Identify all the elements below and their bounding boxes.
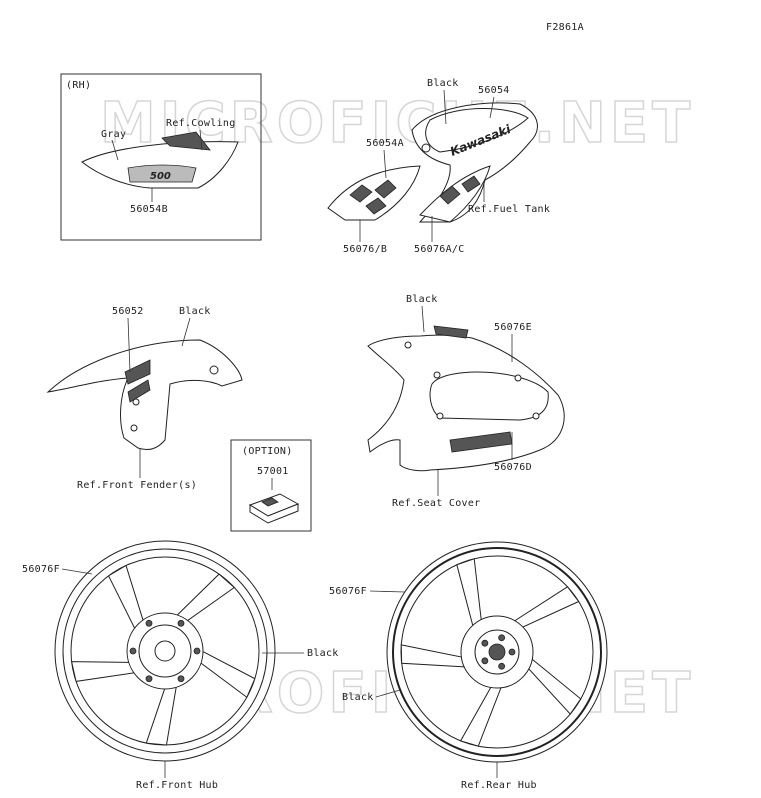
figure-id: F2861A	[546, 22, 584, 33]
hub-bolt	[177, 675, 185, 683]
rh-decal-logo: 500	[150, 171, 171, 182]
front-fender-group: 56052 Black Ref.Front Fender(s)	[46, 306, 243, 491]
rh-cowling-stripe	[161, 131, 211, 151]
hub-bolt	[177, 619, 185, 627]
fender-label-56052: 56052	[112, 306, 144, 317]
hub-bolt	[498, 662, 506, 670]
tank-label-56054a: 56054A	[366, 138, 404, 149]
fender-stripe-lower	[127, 379, 151, 403]
fender-bolt-1	[209, 365, 219, 375]
fender-bolt-2	[132, 398, 140, 406]
fender-stripe-upper	[124, 359, 151, 385]
seat-opening	[429, 371, 549, 421]
option-title: (OPTION)	[242, 446, 293, 457]
tank-label-56054: 56054	[478, 85, 510, 96]
front-disc-bolts	[129, 619, 201, 683]
fender-label-ref: Ref.Front Fender(s)	[77, 480, 197, 491]
hub-bolt	[498, 634, 506, 642]
tank-right-pattern	[439, 175, 481, 205]
front-fender	[46, 339, 243, 451]
tank-left-pattern	[349, 179, 397, 215]
seat-label-ref: Ref.Seat Cover	[392, 498, 481, 509]
seat-bolt-2	[433, 371, 441, 379]
tank-logo-decal	[425, 108, 529, 153]
seat-bolt-1	[404, 341, 412, 349]
tank-label-ref-fuel-tank: Ref.Fuel Tank	[468, 204, 550, 215]
hub-bolt	[145, 619, 153, 627]
rear-wheel-label-56076f: 56076F	[329, 586, 367, 597]
rh-label-ref-cowling: Ref.Cowling	[166, 118, 236, 129]
seat-label-56076d: 56076D	[494, 462, 532, 473]
fender-bolt-3	[130, 424, 138, 432]
rh-decal-gray-strip	[127, 164, 197, 183]
seat-label-56076e: 56076E	[494, 322, 532, 333]
front-wheel-label-black: Black	[307, 648, 339, 659]
tank-label-56076ac: 56076A/C	[414, 244, 465, 255]
tank-side-decal-left	[327, 165, 421, 221]
front-wheel-label-56076f: 56076F	[22, 564, 60, 575]
rh-cowling-group: (RH) 500 Gray Ref.Cowling 56054B	[60, 73, 262, 241]
seat-stripe-upper	[433, 325, 469, 339]
hub-bolt	[129, 647, 137, 655]
hub-bolt	[145, 675, 153, 683]
front-wheel-group: 56076F Black Ref.Front Hub	[22, 540, 339, 791]
seat-bolt-5	[532, 412, 540, 420]
seat-label-black: Black	[406, 294, 438, 305]
option-part-side	[249, 503, 299, 524]
hub-bolt	[193, 647, 201, 655]
seat-bolt-4	[436, 412, 444, 420]
rear-hub-bolts	[481, 634, 516, 670]
rh-box	[60, 73, 262, 241]
front-wheel-label-ref: Ref.Front Hub	[136, 780, 218, 791]
rh-label-part: 56054B	[130, 204, 168, 215]
seat-bolt-3	[514, 374, 522, 382]
hub-bolt	[481, 639, 489, 647]
front-wheel-spokes	[70, 564, 256, 746]
option-part-slot	[261, 497, 279, 507]
rear-wheel-group: 56076F Black Ref.Rear Hub	[329, 541, 608, 791]
option-box	[230, 439, 312, 532]
fuel-tank-group: Kawasaki Black 56054 56054A Ref.Fuel Tan…	[327, 78, 550, 255]
option-group: (OPTION) 57001	[230, 439, 312, 532]
hub-bolt	[481, 657, 489, 665]
rh-title: (RH)	[66, 80, 91, 91]
tank-label-56076b: 56076/B	[343, 244, 387, 255]
hub-bolt	[508, 648, 516, 656]
rh-label-gray: Gray	[101, 129, 126, 140]
option-label-57001: 57001	[257, 466, 289, 477]
rear-wheel-label-black: Black	[342, 692, 374, 703]
seat-cover-group: Black 56076E 56076D Ref.Seat Cover	[367, 294, 565, 509]
front-axle	[154, 640, 176, 662]
fender-label-black: Black	[179, 306, 211, 317]
rear-wheel-label-ref: Ref.Rear Hub	[461, 780, 537, 791]
rear-axle	[488, 643, 506, 661]
tank-cap	[421, 143, 431, 153]
tank-label-black: Black	[427, 78, 459, 89]
